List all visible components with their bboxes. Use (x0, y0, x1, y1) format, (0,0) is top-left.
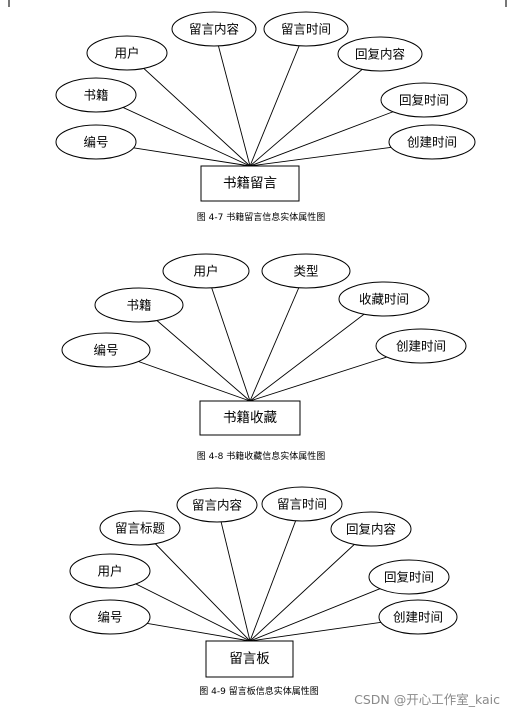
attribute-label: 回复时间 (384, 570, 434, 585)
attribute-ellipse (69, 553, 151, 589)
connector-line (249, 53, 381, 167)
attribute-label: 编号 (83, 135, 108, 150)
connector-line (249, 270, 307, 402)
attribute-ellipse (69, 599, 151, 635)
attribute-ellipse (61, 332, 151, 368)
entity-label: 书籍收藏 (223, 409, 277, 426)
attribute-label: 回复内容 (346, 522, 396, 537)
attribute-ellipse (368, 559, 450, 595)
attribute-ellipse (94, 287, 184, 323)
attribute-label: 留言内容 (192, 498, 242, 513)
attribute-label: 留言标题 (115, 521, 166, 536)
attribute-label: 回复内容 (355, 47, 405, 62)
attribute-label: 创建时间 (393, 610, 443, 625)
attribute-ellipse (171, 11, 257, 47)
attribute-ellipse (86, 35, 168, 71)
attribute-ellipse (176, 487, 258, 523)
connector-line (213, 28, 251, 167)
attribute-ellipse (55, 77, 137, 113)
attribute-ellipse (55, 124, 137, 160)
page-corner-mark-left (8, 0, 10, 7)
attribute-label: 创建时间 (396, 339, 446, 354)
connector-line (216, 504, 251, 642)
entity-label: 书籍留言 (223, 175, 277, 192)
entity-box (200, 165, 300, 202)
attribute-ellipse (261, 253, 351, 289)
attribute-label: 收藏时间 (359, 292, 409, 307)
attribute-ellipse (330, 511, 412, 547)
entity-box (199, 400, 301, 436)
entity-label: 留言板 (229, 651, 270, 667)
attribute-label: 用户 (97, 564, 122, 579)
attribute-ellipse (380, 82, 468, 118)
page-corner-mark-right (505, 0, 507, 7)
figure-caption: 图 4-8 书籍收藏信息实体属性图 (197, 450, 325, 462)
connector-line (249, 528, 372, 642)
entity-box (205, 640, 294, 678)
attribute-ellipse (337, 36, 423, 72)
attribute-ellipse (388, 124, 476, 160)
attribute-ellipse (338, 281, 430, 317)
connector-line (205, 270, 251, 402)
connector-line (249, 298, 385, 402)
attribute-label: 书籍 (83, 88, 108, 103)
attribute-label: 编号 (93, 343, 118, 358)
attribute-label: 留言内容 (189, 22, 239, 37)
attribute-ellipse (99, 510, 181, 546)
attribute-ellipse (162, 253, 250, 289)
attribute-label: 类型 (293, 264, 318, 279)
connector-line (126, 52, 251, 167)
attribute-label: 用户 (114, 46, 139, 61)
attribute-ellipse (375, 328, 467, 364)
attribute-label: 留言时间 (277, 497, 327, 512)
attribute-ellipse (378, 599, 458, 635)
watermark-text: CSDN @开心工作室_kaic (354, 692, 500, 707)
connector-line (249, 503, 303, 642)
figure-caption: 图 4-7 书籍留言信息实体属性图 (197, 211, 325, 223)
attribute-label: 用户 (193, 264, 218, 279)
attribute-label: 创建时间 (407, 135, 457, 150)
attribute-label: 留言时间 (281, 22, 331, 37)
figure-caption: 图 4-9 留言板信息实体属性图 (199, 685, 318, 697)
attribute-label: 编号 (97, 610, 122, 625)
connector-line (138, 304, 251, 402)
connector-line (249, 28, 307, 167)
attribute-label: 回复时间 (399, 93, 449, 108)
attribute-ellipse (263, 11, 349, 47)
attribute-label: 书籍 (126, 298, 151, 313)
attribute-ellipse (261, 486, 343, 522)
connector-line (139, 527, 251, 642)
